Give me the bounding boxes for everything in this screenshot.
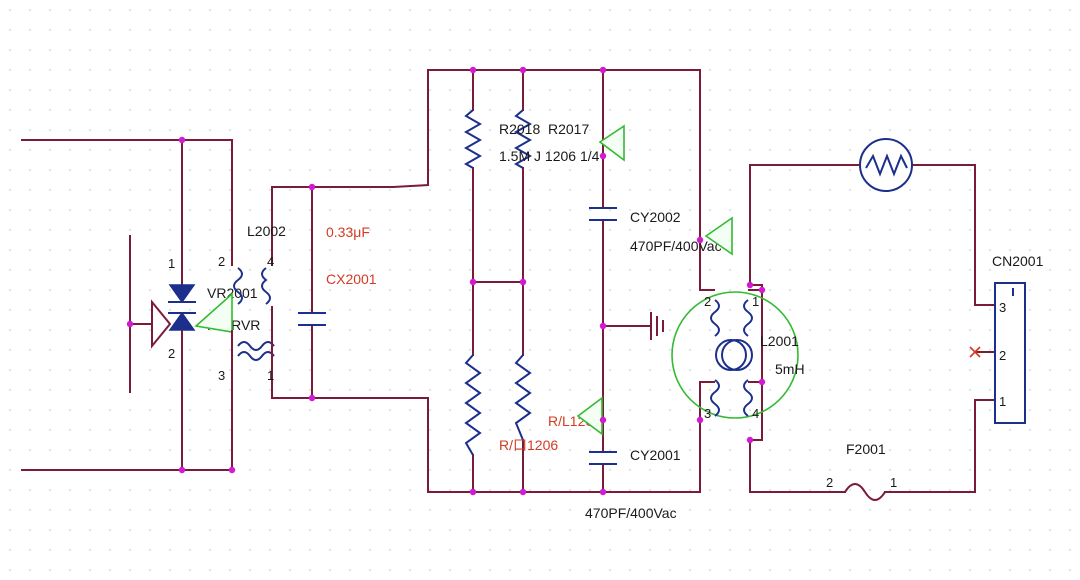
l2001-ref: L2001 xyxy=(760,333,799,349)
junction-dot xyxy=(696,416,704,424)
r-lower-left-value: R/口1206 xyxy=(499,437,558,453)
l2002-ref: L2002 xyxy=(247,223,286,239)
cy2002-capacitor-icon[interactable] xyxy=(589,207,617,221)
wire-ptc-right xyxy=(911,164,996,306)
cy2001-value: 470PF/400Vac xyxy=(585,505,677,521)
cn2001-pin-2: 2 xyxy=(999,348,1006,363)
vr2001-tvs-diode-icon[interactable] xyxy=(151,284,196,350)
r2018-ref: R2018 xyxy=(499,121,540,137)
cn2001-pin-3: 3 xyxy=(999,300,1006,315)
wire-top-rail xyxy=(427,69,701,241)
junction-dot xyxy=(469,488,477,496)
cx2001-ref: CX2001 xyxy=(326,271,377,287)
ground-icon xyxy=(650,312,664,340)
junction-dot xyxy=(758,378,766,386)
f2001-fuse-icon[interactable] xyxy=(844,483,886,501)
junction-dot xyxy=(178,136,186,144)
l2001-value: 5mH xyxy=(775,361,805,377)
junction-dot xyxy=(519,66,527,74)
r2017-ref: R2017 xyxy=(548,121,589,137)
cx2001-value: 0.33μF xyxy=(326,224,370,240)
r-lower-left-resistor-icon[interactable] xyxy=(464,354,482,456)
junction-dot xyxy=(228,466,236,474)
wire-bottom-rail xyxy=(427,397,701,493)
cy2002-ref: CY2002 xyxy=(630,209,681,225)
vr2001-net-flag-icon xyxy=(194,292,233,333)
junction-dot xyxy=(469,278,477,286)
f2001-pin-right: 1 xyxy=(890,475,897,490)
junction-dot xyxy=(308,394,316,402)
junction-dot xyxy=(126,320,134,328)
junction-dots xyxy=(126,66,766,496)
junction-dot xyxy=(519,278,527,286)
f2001-ref: F2001 xyxy=(846,441,886,457)
l2001-pin-3: 3 xyxy=(704,406,711,421)
r2018-resistor-icon[interactable] xyxy=(463,109,483,169)
junction-dot xyxy=(758,286,766,294)
ptc-thermistor-icon[interactable] xyxy=(859,138,913,192)
l2002-pin-3: 3 xyxy=(218,368,225,383)
r-lower-right-resistor-icon[interactable] xyxy=(514,354,532,441)
cn2001-pin-1: 1 xyxy=(999,394,1006,409)
junction-dot xyxy=(599,152,607,160)
l2001-choke-icon[interactable] xyxy=(700,289,762,417)
cx2001-capacitor-icon[interactable] xyxy=(298,312,326,326)
cy2002-value: 470PF/400Vac xyxy=(630,238,722,254)
junction-dot xyxy=(746,436,754,444)
junction-dot xyxy=(599,66,607,74)
junction-dot xyxy=(519,488,527,496)
net-flag-icon xyxy=(598,124,625,162)
junction-dot xyxy=(599,416,607,424)
f2001-pin-left: 2 xyxy=(826,475,833,490)
junction-dot xyxy=(599,488,607,496)
wire-fuse-right xyxy=(884,399,996,493)
l2001-pin-1: 1 xyxy=(752,294,759,309)
l2002-pin-1: 1 xyxy=(267,368,274,383)
junction-dot xyxy=(696,236,704,244)
wires xyxy=(21,69,996,493)
l2002-pin-2: 2 xyxy=(218,254,225,269)
no-connect-x-icon xyxy=(969,346,981,358)
vr2001-pin-bottom: 2 xyxy=(168,346,175,361)
wire-input-top xyxy=(21,139,233,266)
cy2001-capacitor-icon[interactable] xyxy=(589,451,617,465)
junction-dot xyxy=(178,466,186,474)
cn2001-ref: CN2001 xyxy=(992,253,1044,269)
cn2001-connector-icon[interactable] xyxy=(994,282,1026,424)
wire-l2002-bottom-out xyxy=(271,381,429,399)
junction-dot xyxy=(469,66,477,74)
l2001-pin-2: 2 xyxy=(704,294,711,309)
wire-l2002-top-out xyxy=(271,183,430,266)
junction-dot xyxy=(308,183,316,191)
junction-dot xyxy=(599,322,607,330)
l2001-highlight-circle xyxy=(671,291,799,419)
vr2001-pin-top: 1 xyxy=(168,256,175,271)
l2002-choke-icon[interactable] xyxy=(231,267,275,382)
cy2001-ref: CY2001 xyxy=(630,447,681,463)
l2001-pin-4: 4 xyxy=(752,406,759,421)
junction-dot xyxy=(746,281,754,289)
net-flag-icon xyxy=(704,216,733,256)
net-flag-icon xyxy=(576,396,603,436)
r2017-value: 1.5M J 1206 1/4 xyxy=(499,148,600,164)
l2002-pin-4: 4 xyxy=(267,254,274,269)
r2017-resistor-icon[interactable] xyxy=(513,109,533,169)
